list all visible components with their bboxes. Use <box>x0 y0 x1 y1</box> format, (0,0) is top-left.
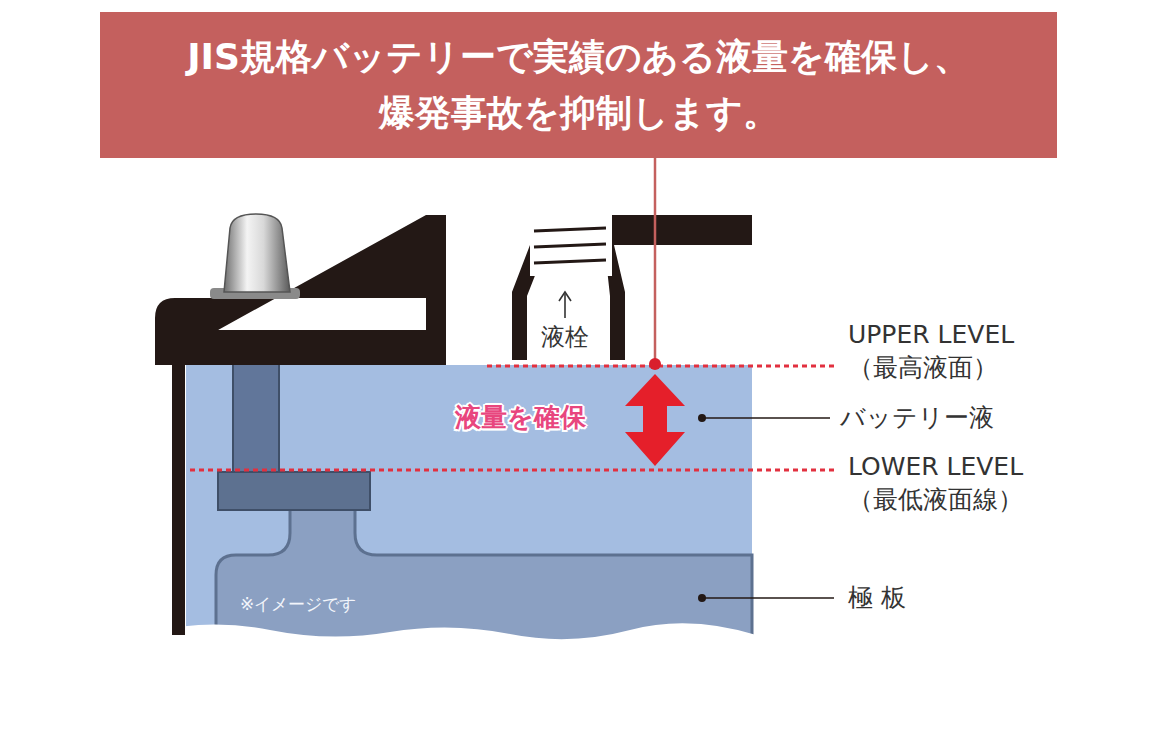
part-label: 液栓 <box>541 322 589 353</box>
headline-banner: JIS規格バッテリーで実績のある液量を確保し、 爆発事故を抑制します。 <box>100 12 1057 158</box>
level-label: UPPER LEVEL （最高液面） <box>848 319 1063 384</box>
emphasis-label: 液量を確保 <box>455 401 586 435</box>
vent-plug-body <box>530 224 612 276</box>
lid-top <box>612 215 752 245</box>
thread-stroke <box>534 268 606 271</box>
part-label: 極 板 <box>848 582 906 615</box>
strap <box>218 472 370 510</box>
level-label: LOWER LEVEL （最低液面線） <box>848 451 1078 516</box>
vent-plug-thread <box>530 224 612 276</box>
image-note: ※イメージです <box>240 593 356 615</box>
terminal-post <box>233 362 279 474</box>
lower-level-line <box>190 469 835 472</box>
cut-edge <box>150 623 760 734</box>
lid-body <box>155 330 445 365</box>
pointer-arrow <box>564 294 566 318</box>
thread-stroke <box>534 236 606 239</box>
leader-line <box>702 597 834 599</box>
double-arrow <box>625 374 685 466</box>
upper-level-line <box>487 365 835 368</box>
terminal-cap <box>224 214 290 292</box>
part-label: バッテリー液 <box>840 402 994 435</box>
headline-text: JIS規格バッテリーで実績のある液量を確保し、 爆発事故を抑制します。 <box>144 29 1014 141</box>
thread-stroke <box>534 252 606 255</box>
callout-dot <box>649 358 661 370</box>
thread-stroke <box>534 244 606 247</box>
thread-stroke <box>534 228 606 231</box>
callout-line <box>654 158 657 362</box>
pointer-arrow-head <box>559 292 571 301</box>
leader-line <box>702 417 830 419</box>
thread-stroke <box>534 260 606 263</box>
battery-lid <box>155 215 752 365</box>
